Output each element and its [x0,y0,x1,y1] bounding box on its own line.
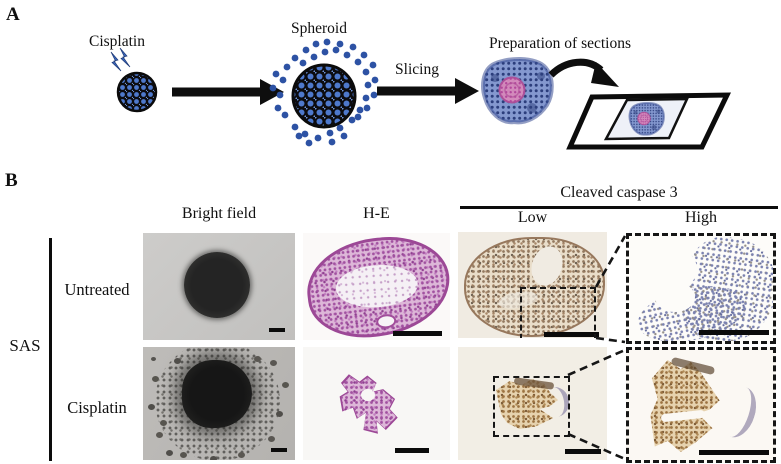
zoom-region-box-untreated [520,287,596,338]
spheroid-dark-mass [182,360,252,428]
scale-bar [544,332,599,337]
he-section-outer [303,233,450,340]
cisplatin-bolts-icon [110,47,131,72]
spheroid-schematic-label: Spheroid [291,20,347,37]
stained-section [481,57,554,125]
caspase-high-cisplatin-image [626,347,776,463]
row-label-cisplatin: Cisplatin [67,398,127,417]
he-cisplatin-image [303,347,450,460]
caspase-high-untreated-image [626,233,776,344]
he-section-core [334,262,420,310]
panel-a-schematic: Cisplatin Spheroid [89,20,732,150]
column-header-cleaved-caspase3: Cleaved caspase 3 [560,184,678,201]
scale-bar [565,449,601,454]
column-header-he: H-E [363,205,390,222]
curved-arrow-icon [548,58,619,87]
slicing-arrow-icon [377,78,479,104]
scale-bar [269,328,285,332]
spheroid-dark-mass [184,252,250,318]
scale-bar [699,330,769,335]
bright-field-untreated-image [143,233,295,340]
he-section-lumen [375,313,398,330]
column-header-low: Low [517,209,548,226]
caspase-low-untreated-image [458,232,607,338]
row-group-bracket-line [49,238,52,461]
cisplatin-schematic-label: Cisplatin [89,33,145,50]
large-spheroid [291,63,357,129]
he-untreated-image [303,233,450,340]
glass-slide [566,92,732,150]
row-label-untreated: Untreated [64,280,130,299]
column-header-high: High [685,209,717,226]
column-header-bright-field: Bright field [181,205,257,222]
fragment-gap [361,389,375,401]
tissue-tail [713,382,763,442]
cell-line-label: SAS [9,336,41,355]
shed-cells-dots [269,38,379,147]
tissue-clear-area-2 [655,282,695,312]
scale-bar [395,448,429,453]
fragmented-he-texture [341,376,397,432]
arrow-right-icon [172,79,284,105]
caspase-low-cisplatin-image [458,347,607,460]
bright-field-cisplatin-image [143,347,295,460]
fragmented-he-section [339,374,398,434]
panel-a-label: A [6,4,20,25]
slicing-label: Slicing [395,61,439,78]
scale-bar [271,448,287,452]
zoom-region-box-cisplatin [493,376,570,437]
scale-bar [699,450,769,455]
small-spheroid [116,71,158,113]
scale-bar [393,331,442,336]
caspase-header-underline [460,206,778,209]
debris-dots [151,357,156,361]
preparation-label: Preparation of sections [489,35,631,52]
panel-b-label: B [5,170,18,191]
